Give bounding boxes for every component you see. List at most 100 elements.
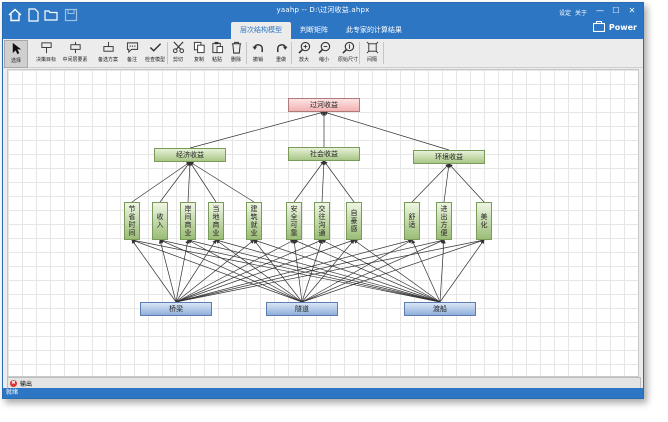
sub-criterion-node[interactable]: 建筑就业 [246,202,262,240]
tab-1[interactable]: 判断矩阵 [300,26,328,34]
title-bar: yaahp -- D:\过河收益.ahpx 设定 关于 — ☐ ✕ 层次结构模型… [3,3,643,39]
connector-line [189,161,255,203]
actual-size-icon [341,40,355,54]
zoom-out-icon [317,40,331,54]
output-label: 输出 [20,380,33,388]
sub-criterion-node[interactable]: 进出方便 [436,202,452,240]
minimize-button[interactable]: — [596,6,604,15]
tool-label: 剪切 [172,57,183,63]
goal-node[interactable]: 过河收益 [288,98,360,112]
tool-label: 粘贴 [211,57,222,63]
connector-line [323,160,355,203]
connector-line [175,238,413,303]
connector-line [175,239,295,303]
connector-line [131,239,303,303]
settings-link[interactable]: 设定 [558,10,571,17]
tool-redo-button[interactable]: 重做 [271,40,291,66]
tool-delete-button[interactable]: 删除 [227,40,245,66]
connector-line [321,239,441,303]
connector-line [175,238,445,303]
tool-check-button[interactable]: 检查模型 [143,40,167,66]
tab-0[interactable]: 层次结构模型 [231,22,291,39]
check-icon [148,40,162,54]
main-tabs: 层次结构模型 判断矩阵 此专家的计算结果 [231,22,411,39]
tool-undo-button[interactable]: 撤销 [249,40,267,66]
sub-criterion-node[interactable]: 自豪感 [346,202,362,240]
tool-label: 决策目标 [35,57,56,63]
toolbar-separator [291,42,292,64]
tab-2[interactable]: 此专家的计算结果 [346,26,402,34]
app-window: yaahp -- D:\过河收益.ahpx 设定 关于 — ☐ ✕ 层次结构模型… [2,2,644,399]
connector-line [293,239,441,303]
window-title: yaahp -- D:\过河收益.ahpx [276,6,370,14]
connector-line [323,111,450,151]
criterion-node[interactable]: 社会收益 [288,147,360,161]
sub-criterion-node[interactable]: 节省时间 [124,202,140,240]
user-links: 设定 关于 [559,8,587,17]
criterion-node[interactable]: 环境收益 [413,150,485,164]
tool-spacing-button[interactable]: 间隔 [363,40,381,66]
connector-line [411,239,441,303]
tool-paste-button[interactable]: 粘贴 [209,40,225,66]
cut-icon [171,40,185,54]
connector-line [301,239,445,303]
tool-zoom-out-button[interactable]: 缩小 [315,40,333,66]
criterion-node[interactable]: 经济收益 [154,148,226,162]
connector-line [189,110,325,149]
tool-zoom-in-button[interactable]: 放大 [295,40,313,66]
connector-line [301,239,413,303]
toolbar-separator [167,42,168,64]
tool-middle-node-button[interactable]: 中间层要素 [59,40,91,66]
spacing-icon [365,40,379,54]
about-link[interactable]: 关于 [574,10,587,17]
sub-criterion-node[interactable]: 岸间商业 [180,202,196,240]
tool-cut-button[interactable]: 剪切 [169,40,187,66]
connector-line [443,163,451,203]
zoom-in-icon [297,40,311,54]
sub-criterion-node[interactable]: 美化 [476,202,492,240]
power-icon [592,21,605,34]
tool-alternative-node-button[interactable]: 备选方案 [95,40,121,66]
sub-criterion-node[interactable]: 安全可靠 [286,202,302,240]
tool-label: 检查模型 [144,57,165,63]
model-canvas[interactable]: 过河收益经济收益节省时间收入岸间商业当地商业 建筑就业 社会收益安全可靠交往沟通自豪… [7,69,639,377]
connector-line [131,238,441,303]
alternative-node[interactable]: 隧道 [266,302,338,316]
toolbar-separator [359,42,360,64]
tool-label: 放大 [298,57,309,63]
connector-line [175,239,255,303]
connector-line [292,239,303,303]
sub-criterion-node[interactable]: 舒适 [404,202,420,240]
connector-lines [131,110,485,303]
save-icon[interactable] [63,7,79,23]
paste-icon [210,40,224,54]
open-folder-icon[interactable] [43,7,59,23]
alternative-node[interactable]: 渡船 [404,302,476,316]
tool-label: 中间层要素 [62,57,88,63]
close-button[interactable]: ✕ [628,6,636,15]
tool-goal-node-button[interactable]: 决策目标 [33,40,59,66]
toolbar-separator [383,42,384,64]
connector-line [448,163,485,203]
home-icon[interactable] [7,7,23,23]
tool-note-button[interactable]: 备注 [123,40,141,66]
tool-label: 重做 [275,57,286,63]
sub-criterion-node[interactable]: 收入 [152,202,168,240]
power-label: Power [608,23,637,32]
tool-cursor-button[interactable]: 选择 [4,40,28,68]
connector-line [439,239,446,303]
connector-line [215,238,441,303]
alternative-node[interactable]: 桥梁 [140,302,212,316]
tool-actual-size-button[interactable]: 原始尺寸 [335,40,361,66]
toolbar-separator [246,42,247,64]
power-button[interactable]: Power [592,21,637,34]
sub-criterion-node[interactable]: 交往沟通 [314,202,330,240]
sub-criterion-node[interactable]: 当地商业 [208,202,224,240]
tool-label: 原始尺寸 [337,57,358,63]
note-icon [125,40,139,54]
tool-copy-button[interactable]: 复制 [191,40,207,66]
new-file-icon[interactable] [25,7,41,23]
maximize-button[interactable]: ☐ [612,6,620,15]
redo-icon [274,40,288,54]
connector-line [175,239,217,303]
